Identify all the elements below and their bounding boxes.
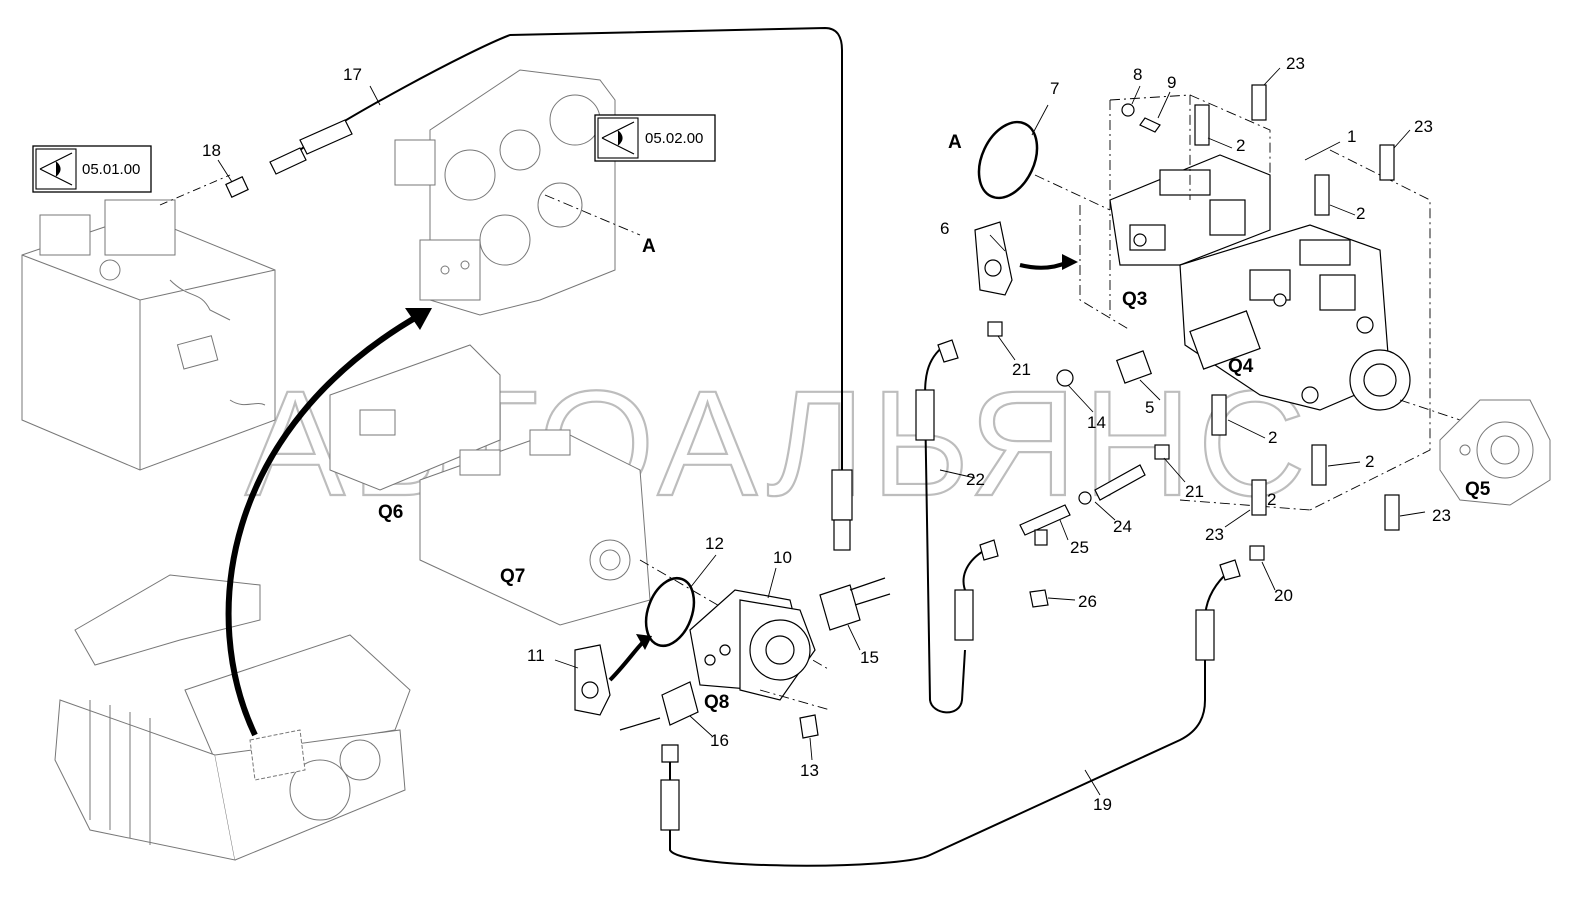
part-6-flange <box>974 221 1013 296</box>
callout-26: 26 <box>1078 592 1097 611</box>
callout-6: 6 <box>940 219 949 238</box>
part-11-hole <box>581 681 599 699</box>
eye-icon <box>39 152 73 186</box>
pump-assembly-q6-q7 <box>329 344 831 671</box>
o-ring-7 <box>977 120 1039 200</box>
hose-19 <box>669 574 1226 867</box>
callout-21b: 21 <box>1185 482 1204 501</box>
callout-2d: 2 <box>1365 452 1374 471</box>
callout-19: 19 <box>1093 795 1112 814</box>
callout-21a: 21 <box>1012 360 1031 379</box>
leader-lines <box>217 67 1426 796</box>
view-ref-05-01-label: 05.01.00 <box>82 161 140 178</box>
callout-11: 11 <box>527 646 545 665</box>
part-11-arrow <box>608 638 647 682</box>
callout-10: 10 <box>773 548 792 567</box>
callout-numbers: 1 2 2 2 2 2 5 6 7 8 9 10 11 12 13 14 15 … <box>202 54 1451 814</box>
callout-25: 25 <box>1070 538 1089 557</box>
callout-22: 22 <box>966 470 985 489</box>
callout-23c: 23 <box>1205 525 1224 544</box>
component-label-q6: Q6 <box>378 502 403 523</box>
callout-5: 5 <box>1145 398 1154 417</box>
hydraulic-tank <box>21 174 276 471</box>
callout-16: 16 <box>710 731 729 750</box>
view-ref-05-02-label: 05.02.00 <box>645 130 703 147</box>
location-arrow <box>225 312 422 737</box>
callout-2a: 2 <box>1236 136 1245 155</box>
hose-19-sleeve-left <box>660 779 680 831</box>
callout-14: 14 <box>1087 413 1106 432</box>
callout-2c: 2 <box>1268 428 1277 447</box>
eye-icon <box>601 121 635 155</box>
hose-17-sleeve <box>299 119 353 155</box>
paver-machine <box>54 574 411 861</box>
component-label-q7: Q7 <box>500 566 525 587</box>
component-label-q4: Q4 <box>1228 356 1254 377</box>
hose-22 <box>923 344 966 714</box>
hose-22-sleeve-top <box>915 389 935 441</box>
callout-8: 8 <box>1133 65 1142 84</box>
part-11-arrow-head <box>636 634 652 650</box>
component-label-q5: Q5 <box>1465 479 1491 500</box>
section-label-a-gearbox: A <box>642 236 656 257</box>
callout-7: 7 <box>1050 79 1059 98</box>
part-6-arrow-head <box>1062 254 1078 270</box>
pump-gearbox <box>394 69 641 316</box>
part-6-hole <box>984 259 1002 277</box>
fittings <box>619 84 1400 739</box>
callout-18: 18 <box>202 141 221 160</box>
callout-15: 15 <box>860 648 879 667</box>
hose-22-nut-bottom <box>979 539 999 561</box>
fitting-18 <box>225 176 249 198</box>
callout-13: 13 <box>800 761 819 780</box>
hose-22-sleeve-bottom <box>954 589 974 641</box>
callout-23d: 23 <box>1432 506 1451 525</box>
section-label-a-oring: A <box>948 132 962 153</box>
callout-12: 12 <box>705 534 724 553</box>
component-label-q3: Q3 <box>1122 289 1147 310</box>
view-ref-05-02[interactable]: 05.02.00 <box>594 114 716 162</box>
callout-24: 24 <box>1113 517 1132 536</box>
hose-22-nut-top <box>937 339 959 363</box>
pump-q5 <box>1439 399 1551 506</box>
hose-17-end <box>831 469 853 521</box>
hose-17-nut <box>833 519 851 551</box>
callout-9: 9 <box>1167 73 1176 92</box>
callout-1: 1 <box>1347 127 1356 146</box>
part-11-flange <box>574 644 611 716</box>
callout-2e: 2 <box>1267 490 1276 509</box>
part-6-arrow <box>1019 260 1069 270</box>
pump-q8 <box>689 589 831 711</box>
callout-23b: 23 <box>1414 117 1433 136</box>
hose-22-end <box>962 549 986 591</box>
callout-20: 20 <box>1274 586 1293 605</box>
callout-2b: 2 <box>1356 204 1365 223</box>
hose-19-sleeve-right <box>1195 609 1215 661</box>
callout-17: 17 <box>343 65 362 84</box>
o-ring-12 <box>644 577 696 647</box>
hose-17-fitting <box>269 147 307 175</box>
callout-23a: 23 <box>1286 54 1305 73</box>
hose-19-nut-right <box>1219 559 1241 581</box>
location-arrow-head <box>405 308 432 330</box>
pump-assembly-q3-q4 <box>1109 154 1411 411</box>
component-label-q8: Q8 <box>704 692 729 713</box>
view-ref-05-01[interactable]: 05.01.00 <box>32 145 152 193</box>
hose-19-nut-left <box>661 744 679 763</box>
